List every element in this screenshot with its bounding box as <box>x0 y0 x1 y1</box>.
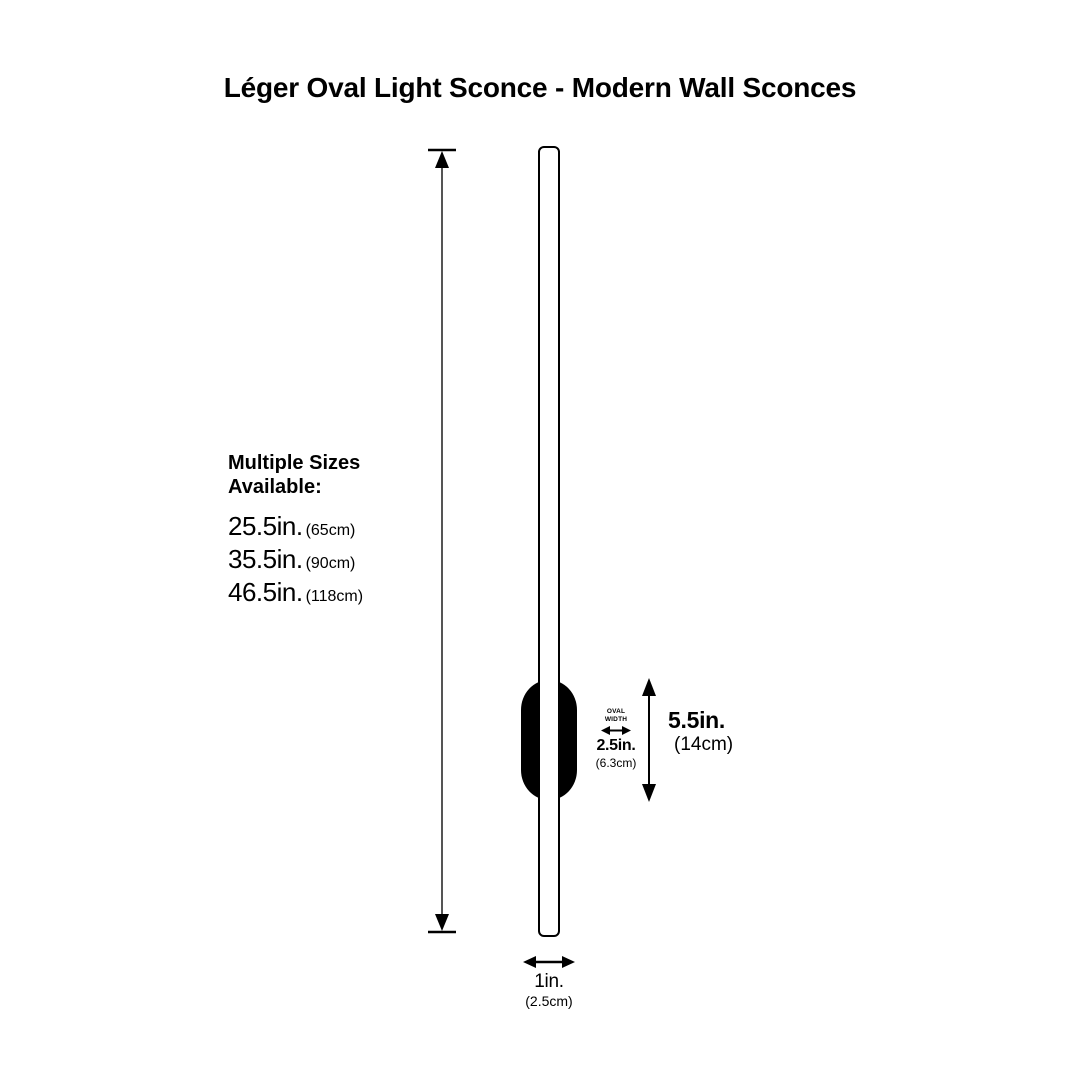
size-option-2-cm: (90cm) <box>305 555 356 573</box>
oval-height-inches: 5.5in. <box>668 707 726 733</box>
bar-width-left-arrowhead <box>523 956 536 968</box>
bar-width-right-arrowhead <box>562 956 575 968</box>
size-option-3-cm: (118cm) <box>305 588 364 606</box>
bar-width-arrow <box>523 956 575 968</box>
height-bottom-arrowhead <box>435 914 449 931</box>
oval-height-top-arrowhead <box>642 678 656 696</box>
overall-height-dimension-line <box>428 148 456 934</box>
oval-height-label: 5.5in. (14cm) <box>668 707 798 757</box>
size-option-1-inches: 25.5in. <box>228 511 303 542</box>
size-option-1: 25.5in.(65cm) <box>228 513 478 539</box>
bar-width-callout: 1in. (2.5cm) <box>496 955 602 1010</box>
multiple-sizes-heading: Multiple Sizes Available: <box>228 452 478 499</box>
size-option-3: 46.5in.(118cm) <box>228 579 478 605</box>
multiple-sizes-heading-line2: Available: <box>228 475 322 498</box>
oval-width-cm: (6.3cm) <box>595 755 637 770</box>
oval-height-cm: (14cm) <box>674 734 734 756</box>
bar-width-cm: (2.5cm) <box>525 992 573 1009</box>
oval-width-right-arrowhead <box>622 726 631 736</box>
oval-width-caption-line1: OVAL <box>606 708 626 715</box>
oval-height-bottom-arrowhead <box>642 784 656 802</box>
size-option-1-cm: (65cm) <box>305 522 356 540</box>
page-title: Léger Oval Light Sconce - Modern Wall Sc… <box>223 72 857 103</box>
oval-width-arrow <box>601 726 631 736</box>
height-top-arrowhead <box>435 151 449 168</box>
oval-width-left-arrowhead <box>601 726 610 736</box>
oval-width-caption: OVAL WIDTH <box>578 708 654 724</box>
bar-width-inches: 1in. <box>534 971 564 992</box>
multiple-sizes-heading-line1: Multiple Sizes <box>228 452 361 474</box>
sconce-light-bar-shape <box>538 146 560 937</box>
oval-height-dimension-line <box>642 678 656 802</box>
size-option-2: 35.5in.(90cm) <box>228 546 478 572</box>
oval-width-callout: OVAL WIDTH 2.5in. (6.3cm) <box>578 708 654 770</box>
size-option-3-inches: 46.5in. <box>228 577 303 608</box>
oval-width-caption-line2: WIDTH <box>604 716 628 724</box>
oval-width-inches: 2.5in. <box>596 737 636 755</box>
size-option-2-inches: 35.5in. <box>228 544 303 575</box>
multiple-sizes-block: Multiple Sizes Available: 25.5in.(65cm) … <box>228 452 478 612</box>
